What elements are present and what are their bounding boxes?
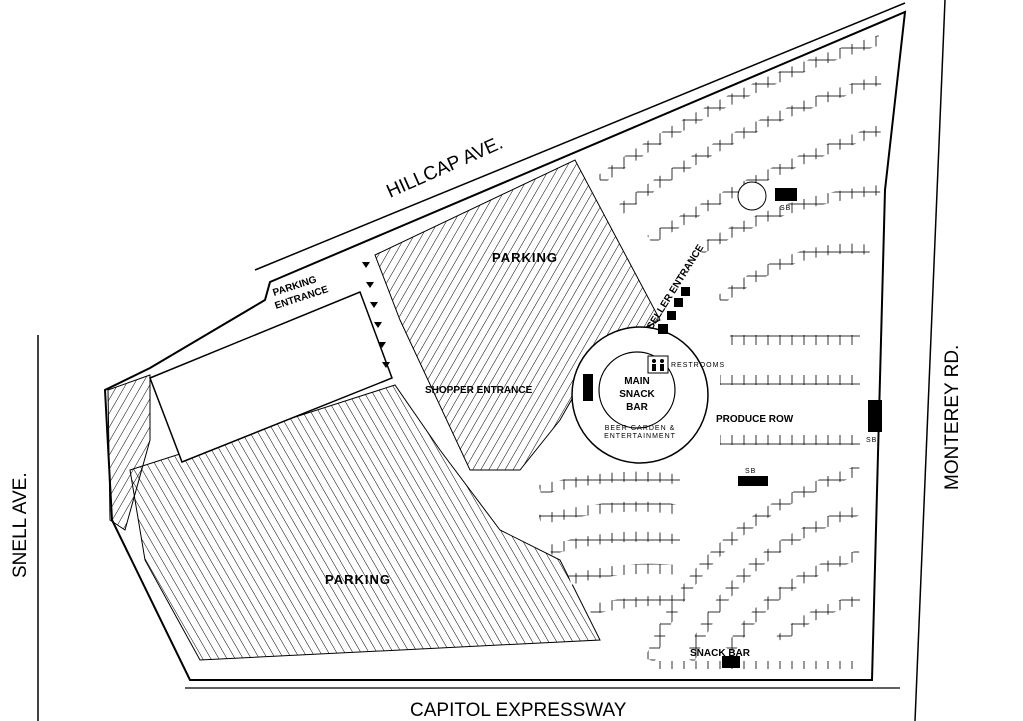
label-sb-2: SB — [866, 437, 877, 444]
label-main-snack-bar-2: SNACK — [619, 389, 655, 400]
label-beer-garden-2: ENTERTAINMENT — [604, 433, 676, 440]
label-snack-bar-south: SNACK BAR — [690, 648, 751, 659]
restroom-icon — [647, 355, 669, 374]
label-restrooms: RESTROOMS — [671, 362, 725, 369]
road-label-monterey: MONTEREY RD. — [942, 345, 963, 490]
entrance-arrows — [362, 262, 390, 368]
parking-lot-south — [129, 384, 601, 661]
label-parking-north: PARKING — [492, 250, 558, 265]
label-parking-south: PARKING — [325, 572, 391, 587]
parking-strip-west — [107, 374, 151, 531]
label-sb-3: SB — [745, 468, 756, 475]
road-label-capitol: CAPITOL EXPRESSWAY — [410, 700, 627, 721]
vendor-stalls — [538, 35, 882, 669]
building — [149, 291, 393, 463]
road-label-snell: SNELL AVE. — [10, 472, 31, 578]
label-main-snack-bar-3: BAR — [626, 402, 648, 413]
label-produce-row: PRODUCE ROW — [716, 414, 794, 425]
monterey-road-line — [914, 0, 946, 721]
label-shopper-entrance: SHOPPER ENTRANCE — [425, 385, 533, 396]
label-main-snack-bar-1: MAIN — [624, 376, 650, 387]
label-beer-garden-1: BEER GARDEN & — [605, 425, 676, 432]
snack-bar-markers — [583, 188, 882, 668]
label-sb-1: SB — [780, 205, 791, 212]
parking-lot-north — [374, 159, 661, 471]
roundabout — [737, 181, 767, 211]
hillcap-road-line — [254, 2, 906, 271]
